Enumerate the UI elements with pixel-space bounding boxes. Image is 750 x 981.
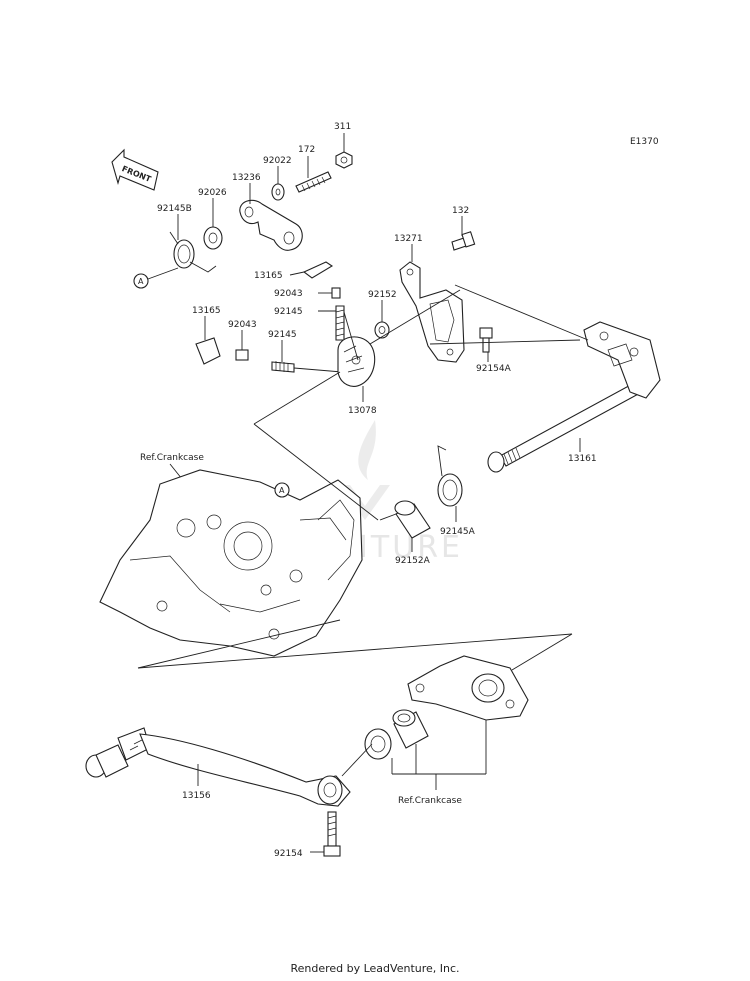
- callout-13078: 13078: [348, 406, 377, 416]
- callout-13165-top: 13165: [254, 271, 283, 281]
- crankcase-upper-illustration: [99, 469, 363, 657]
- callout-13165-left: 13165: [192, 306, 221, 316]
- callout-a-crankcase: A: [279, 486, 285, 495]
- diagram-code: E1370: [630, 137, 659, 147]
- callout-13156: 13156: [182, 791, 211, 801]
- part-13236-link: [239, 199, 303, 251]
- callout-132: 132: [452, 206, 469, 216]
- ref-crankcase-lower: Ref.Crankcase: [398, 796, 462, 806]
- part-92145a-spring: [437, 445, 463, 507]
- callout-92145-top: 92145: [274, 307, 303, 317]
- part-132-bolt: [451, 231, 476, 251]
- footer-credit: Rendered by LeadVenture, Inc.: [290, 962, 460, 975]
- callout-92043-left: 92043: [228, 320, 257, 330]
- callout-92145a: 92145A: [440, 527, 476, 537]
- callout-92145b: 92145B: [157, 204, 192, 214]
- crankcase-lower-illustration: [407, 655, 529, 721]
- ref-crankcase-upper: Ref.Crankcase: [140, 453, 204, 463]
- part-92026-collar: [203, 226, 223, 250]
- callout-13161: 13161: [568, 454, 597, 464]
- part-oil-seal: [364, 728, 392, 760]
- front-arrow-icon: FRONT: [111, 148, 159, 191]
- part-13271-plate: [399, 261, 465, 363]
- part-92152-washer: [374, 321, 390, 339]
- callout-92154a: 92154A: [476, 364, 512, 374]
- part-92154-bolt: [323, 811, 341, 857]
- callout-a-top: A: [138, 277, 144, 286]
- part-92145b-spring: [169, 231, 217, 273]
- callout-92152a: 92152A: [395, 556, 431, 566]
- part-311-nut: [335, 151, 353, 169]
- part-92043-pin-top: [331, 287, 341, 299]
- part-13165-plate-top: [302, 261, 334, 279]
- callout-92026: 92026: [198, 188, 227, 198]
- part-needle-bearing: [392, 709, 429, 749]
- part-13156-shift-pedal: [85, 727, 351, 807]
- callout-92022: 92022: [263, 156, 292, 166]
- part-13161-shift-shaft: [487, 321, 661, 473]
- part-92022-washer: [271, 183, 285, 201]
- part-13078-cam: [337, 336, 376, 387]
- callout-92043-top: 92043: [274, 289, 303, 299]
- callout-92152: 92152: [368, 290, 397, 300]
- callout-13271: 13271: [394, 234, 423, 244]
- part-92152a-bushing: [394, 500, 431, 539]
- callout-92145-left: 92145: [268, 330, 297, 340]
- part-92145-spring-left: [271, 361, 295, 373]
- callout-172: 172: [298, 145, 315, 155]
- part-92154a-bolt: [479, 327, 493, 353]
- callout-13236: 13236: [232, 173, 261, 183]
- part-172-bolt: [295, 171, 332, 193]
- part-13165-block: [195, 337, 221, 365]
- callout-92154: 92154: [274, 849, 303, 859]
- callout-311: 311: [334, 122, 351, 132]
- part-92043-pin-left: [235, 349, 249, 361]
